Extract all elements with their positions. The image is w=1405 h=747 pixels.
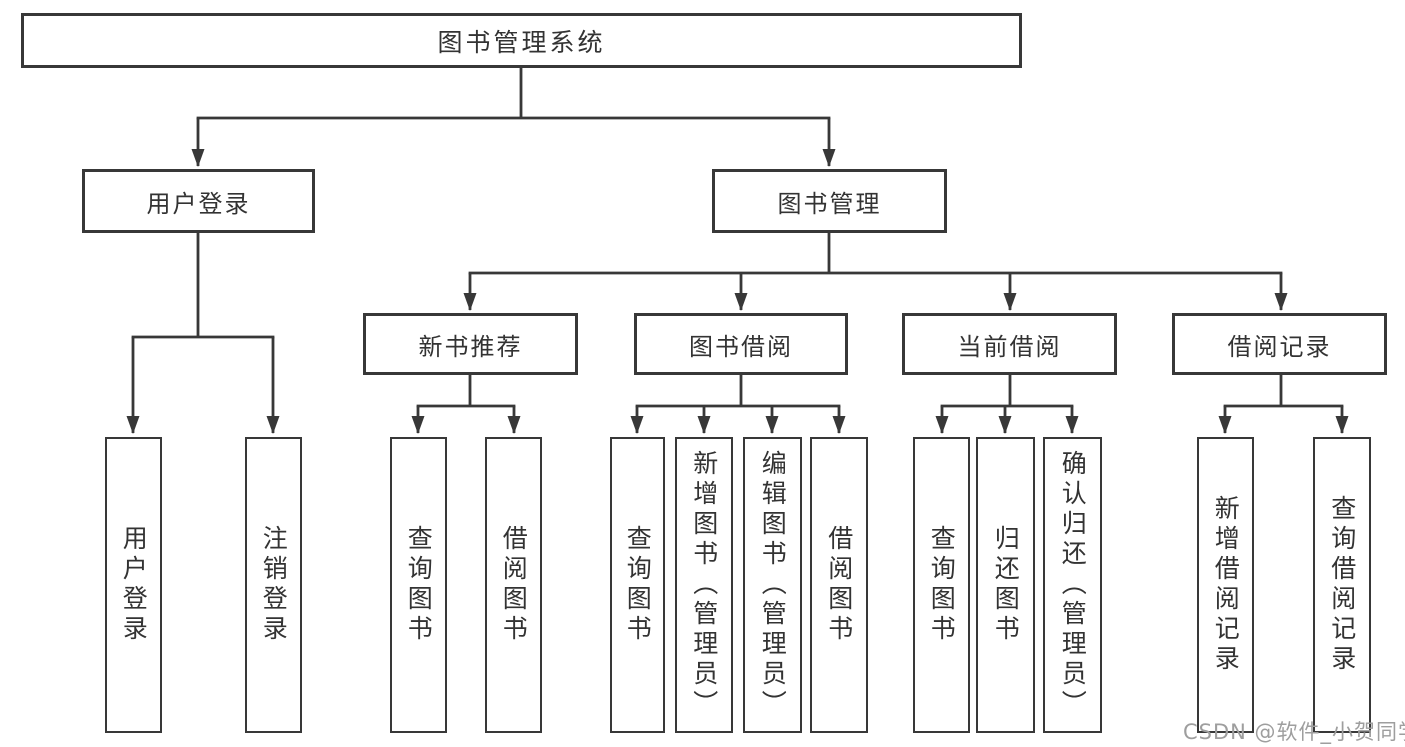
node-label: 当前借阅	[957, 332, 1062, 361]
leaf-borrow-books-recommend: 借阅图书	[485, 437, 542, 733]
node-label: 借阅记录	[1227, 332, 1332, 361]
leaf-logout: 注销登录	[245, 437, 302, 733]
node-current-borrowing: 当前借阅	[902, 313, 1117, 375]
node-label: 图书管理系统	[437, 27, 606, 57]
node-label: 归还图书	[991, 525, 1021, 645]
node-label: 用户登录	[146, 189, 251, 218]
node-label: 查询图书	[404, 525, 434, 645]
node-title: 图书管理系统	[21, 13, 1022, 68]
leaf-confirm-return-admin: 确认归还（管理员）	[1043, 437, 1102, 733]
node-book-management: 图书管理	[712, 169, 947, 233]
node-label: 用户登录	[119, 525, 149, 645]
node-book-borrowing: 图书借阅	[634, 313, 848, 375]
node-label: 编辑图书（管理员）	[758, 450, 788, 720]
node-label: 图书借阅	[689, 332, 793, 361]
node-label: 确认归还（管理员）	[1058, 450, 1088, 720]
leaf-query-borrow-record: 查询借阅记录	[1313, 437, 1371, 733]
node-label: 注销登录	[259, 525, 289, 645]
node-label: 新书推荐	[418, 332, 523, 361]
node-label: 查询图书	[927, 525, 957, 645]
node-label: 新增图书（管理员）	[689, 450, 719, 720]
leaf-user-login: 用户登录	[105, 437, 162, 733]
node-user-login: 用户登录	[82, 169, 315, 233]
leaf-query-books-recommend: 查询图书	[390, 437, 447, 733]
watermark: CSDN @软件_小贺同学	[1183, 720, 1405, 744]
leaf-return-books: 归还图书	[976, 437, 1035, 733]
node-label: 查询图书	[623, 525, 653, 645]
node-label: 查询借阅记录	[1327, 495, 1357, 675]
leaf-add-borrow-record: 新增借阅记录	[1197, 437, 1254, 733]
leaf-borrow-books-borrowing: 借阅图书	[810, 437, 868, 733]
leaf-add-books-admin: 新增图书（管理员）	[675, 437, 733, 733]
leaf-query-books-current: 查询图书	[913, 437, 970, 733]
node-label: 借阅图书	[824, 525, 854, 645]
node-label: 新增借阅记录	[1211, 495, 1241, 675]
node-label: 借阅图书	[499, 525, 529, 645]
node-borrowing-records: 借阅记录	[1172, 313, 1387, 375]
node-new-book-recommendation: 新书推荐	[363, 313, 578, 375]
node-label: 图书管理	[777, 189, 882, 218]
leaf-query-books-borrowing: 查询图书	[610, 437, 665, 733]
leaf-edit-books-admin: 编辑图书（管理员）	[743, 437, 802, 733]
